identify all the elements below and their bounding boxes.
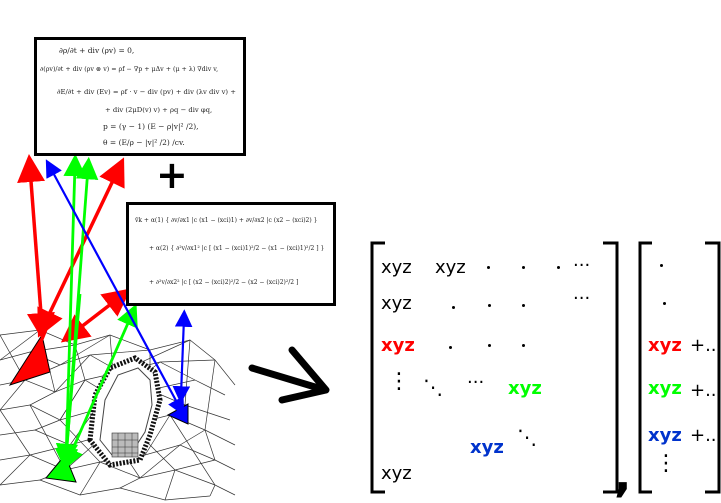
equation-line: + div (2μD(v) v) + ρq − div φq, [105, 106, 213, 114]
equation-line: p = (γ − 1) (E − ρ|v|² /2), [103, 122, 199, 131]
equation-line: v̄k + α(1) { ∂v/∂x1 |c (x1 − (xci)1) + ∂… [135, 217, 318, 224]
matrix-cell-red: xyz [381, 335, 415, 356]
matrix-ddots: ⋱ [423, 375, 443, 399]
vector-cell-blue: xyz [648, 425, 682, 446]
vector-cell-red: xyz [648, 335, 682, 356]
comma: , [614, 448, 632, 502]
matrix-cell-green: xyz [508, 378, 542, 399]
matrix-ellipsis: ··· [467, 372, 485, 393]
matrix-ellipsis: ··· [573, 255, 591, 276]
vector-plus: +.. [690, 380, 717, 401]
matrix-dot [557, 266, 560, 269]
plus-sign: + [156, 153, 188, 197]
matrix-ellipsis: ··· [573, 288, 591, 309]
equation-line: θ = (E/ρ − |v|² /2) /cv. [103, 138, 185, 147]
matrix-dot [488, 304, 491, 307]
matrix-vdots: ⋮ [388, 369, 410, 394]
matrix-dot [522, 344, 525, 347]
red-triangle [8, 333, 51, 386]
equation-line: ∂ρ/∂t + div (ρv) = 0, [59, 46, 135, 55]
vector-plus: +.. [690, 335, 717, 356]
matrix-dot [522, 304, 525, 307]
vector-cell-green: xyz [648, 378, 682, 399]
equation-line: ∂(ρv)/∂t + div (ρv ⊗ v) = ρf − ∇p + μΔv … [40, 66, 219, 73]
matrix-dot [488, 344, 491, 347]
matrix-dot [452, 306, 455, 309]
matrix-cell: xyz [381, 257, 412, 278]
big-black-arrow [248, 346, 330, 404]
matrix-brackets [370, 241, 721, 494]
vector-dot [660, 264, 663, 267]
matrix-cell: xyz [435, 257, 466, 278]
matrix-cell: xyz [381, 463, 412, 484]
matrix-dot [522, 266, 525, 269]
blue-triangle [166, 403, 189, 425]
equation-line: ∂E/∂t + div (Ev) = ρf · v − div (pv) + d… [57, 88, 236, 96]
taylor-expansion-equation-box: v̄k + α(1) { ∂v/∂x1 |c (x1 − (xci)1) + ∂… [126, 202, 336, 306]
blue-arrows [45, 159, 193, 416]
vector-vdots: ⋮ [655, 451, 677, 476]
equation-line: + α(2) { ∂²v/∂x1² |c [ (x1 − (xci)1)²/2 … [149, 245, 325, 252]
equation-line: + ∂²v/∂x2² |c [ (x2 − (xci)2)²/2 − (x2 −… [149, 279, 299, 286]
matrix-dot [487, 266, 490, 269]
vector-dot [663, 302, 666, 305]
matrix-ddots: ⋱ [517, 425, 537, 449]
vector-plus: +.. [690, 425, 717, 446]
matrix-cell: xyz [381, 293, 412, 314]
navier-stokes-equation-box: ∂ρ/∂t + div (ρv) = 0, ∂(ρv)/∂t + div (ρv… [34, 37, 246, 156]
mesh-hole [87, 355, 163, 468]
matrix-dot [449, 346, 452, 349]
matrix-cell-blue: xyz [470, 437, 504, 458]
